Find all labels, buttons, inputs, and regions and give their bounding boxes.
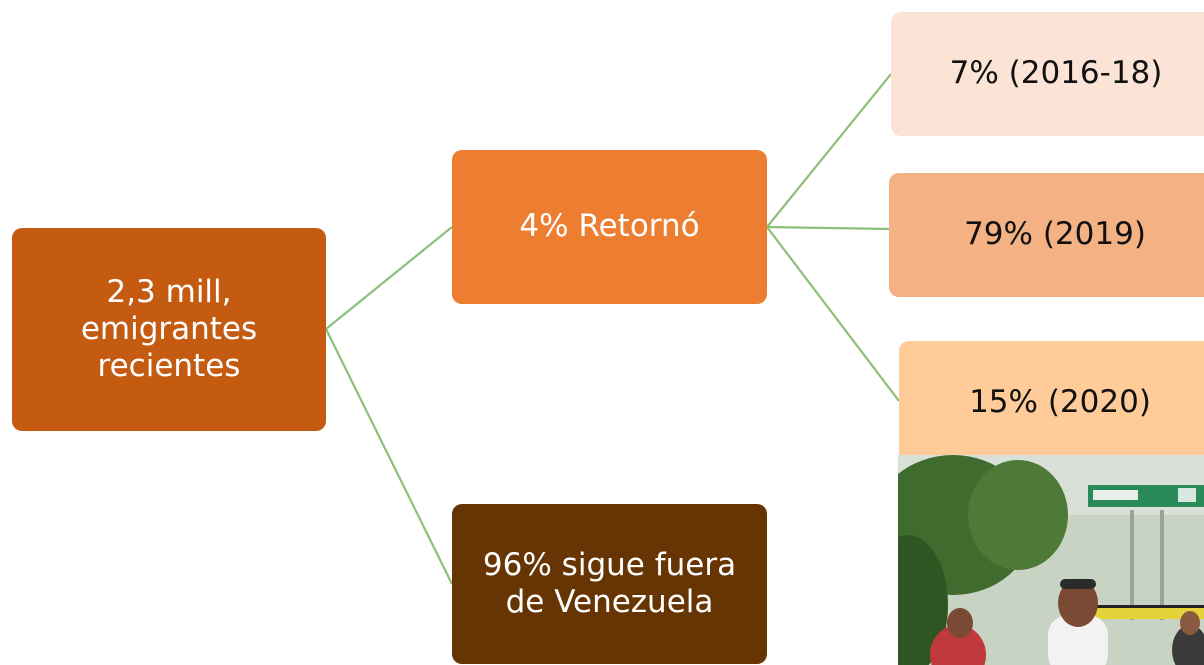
connector-root-to-returned: [325, 226, 453, 330]
root-node-recent-emigrants: 2,3 mill, emigrantes recientes: [12, 228, 326, 431]
node-returned: 4% Retornó: [452, 150, 767, 304]
photo-illustration: [898, 455, 1204, 665]
node-stayed-line-2: de Venezuela: [505, 584, 714, 620]
leaf-2016-18-label: 7% (2016-18): [949, 55, 1163, 92]
leaf-2019: 79% (2019): [889, 173, 1204, 297]
connector-returned-to-2016-18: [766, 73, 892, 228]
leaf-2020: 15% (2020): [899, 341, 1204, 465]
root-line-2: emigrantes: [80, 310, 258, 347]
border-crossing-photo: [898, 455, 1204, 665]
root-line-1: 2,3 mill,: [106, 273, 232, 310]
node-returned-label: 4% Retornó: [519, 208, 700, 245]
node-stayed-outside: 96% sigue fuera de Venezuela: [452, 504, 767, 664]
node-stayed-line-1: 96% sigue fuera: [482, 546, 737, 583]
leaf-2020-label: 15% (2020): [969, 384, 1151, 421]
connector-returned-to-2020: [766, 226, 900, 402]
leaf-2016-18: 7% (2016-18): [891, 12, 1204, 136]
connector-root-to-stayed: [325, 328, 453, 585]
leaf-2019-label: 79% (2019): [964, 216, 1146, 253]
root-line-3: recientes: [97, 348, 241, 385]
connector-returned-to-2019: [766, 225, 890, 231]
